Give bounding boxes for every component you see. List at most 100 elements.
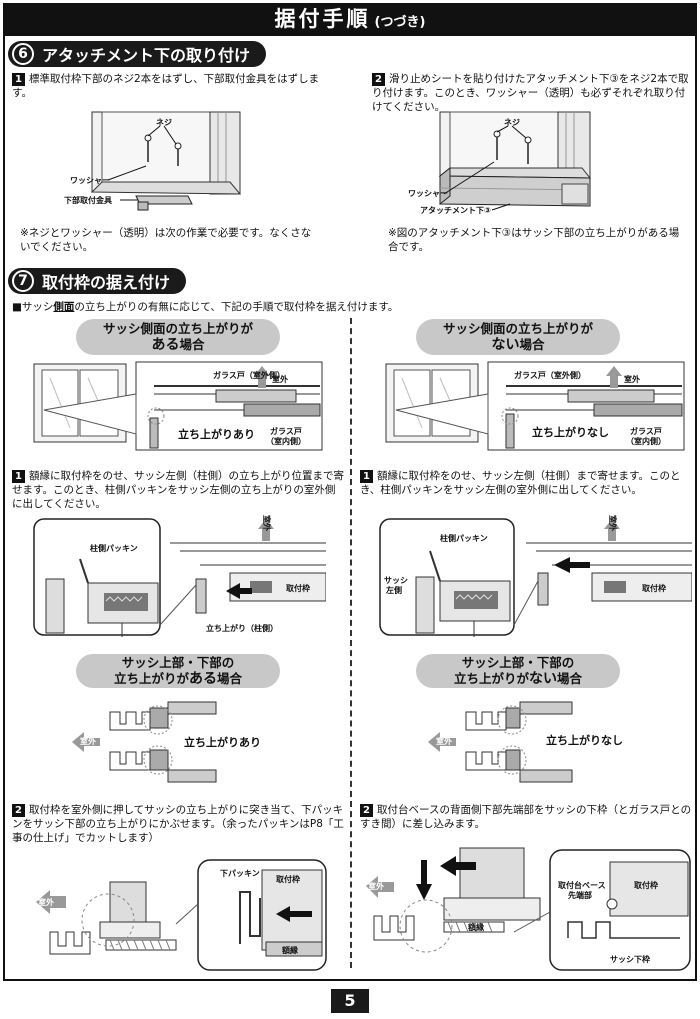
attachment-label: アタッチメント下③ — [420, 205, 491, 215]
right-packing-diagram: 柱側パッキン サッシ 左側 室外 取付枠 — [379, 515, 692, 637]
pill-text: 立ち上がりが — [113, 671, 189, 686]
section-7-number: 7 — [12, 270, 34, 292]
sash-label: サッシ — [384, 576, 408, 585]
washer-label: ワッシャー — [70, 176, 110, 185]
pill-suffix: 場合 — [179, 337, 205, 352]
frame-label: 取付枠 — [286, 583, 310, 593]
screw-label: ネジ — [504, 117, 520, 127]
left-packing-diagram: 柱側パッキン 室外 取付枠 立ち上がり（柱側） — [33, 515, 326, 637]
intro-part-c: の立ち上がりの有無に応じて、下記の手順で取付枠を据え付けます。 — [74, 301, 399, 313]
washer-label: ワッシャー — [408, 189, 448, 198]
section-7-title: 取付枠の据え付け — [42, 273, 171, 292]
left-case-pill-topbottom: サッシ上部・下部の 立ち上がりがある場合 — [76, 654, 280, 688]
outdoor-label: 室外 — [262, 515, 272, 531]
right-base-insert-diagram: 室外 額縁 取付台ベース 先端部 取付枠 サッシ下枠 — [366, 847, 691, 971]
step-text: 取付台ベースの背面側下部先端部をサッシの下枠（とガラス戸とのすき間）に差し込みま… — [360, 804, 692, 830]
right-case-pill-side: サッシ側面の立ち上がりが ない場合 — [416, 319, 620, 355]
section-6-number: 6 — [12, 43, 34, 65]
section-7-intro: ■サッシ側面の立ち上がりの有無に応じて、下記の手順で取付枠を据え付けます。 — [12, 299, 398, 314]
page-title: 据付手順 — [274, 7, 371, 31]
pillar-packing-label: 柱側パッキン — [440, 533, 488, 543]
section-7-header: 7 取付枠の据え付け — [8, 268, 187, 294]
page-title-bar: 据付手順(つづき) — [3, 3, 697, 36]
rise-pillar-label: 立ち上がり（柱側） — [206, 623, 278, 633]
step-text: 滑り止めシートを貼り付けたアタッチメント下③をネジ2本で取り付けます。このとき、… — [372, 73, 689, 113]
step-text: 額縁に取付枠をのせ、サッシ左側（柱側）の立ち上がり位置まで寄せます。このとき、柱… — [12, 470, 344, 510]
outdoor-label: 室外 — [272, 374, 288, 384]
glass-outdoor-label: ガラス戸（室外側） — [213, 370, 285, 380]
page-number: 5 — [331, 989, 369, 1013]
right-case-pill-topbottom: サッシ上部・下部の 立ち上がりがない場合 — [416, 654, 620, 688]
pill-line-1: サッシ側面の立ち上がりが — [442, 321, 593, 336]
pill-emphasis: ない — [529, 671, 557, 687]
section-6-title: アタッチメント下の取り付け — [42, 46, 251, 65]
glass-indoor-sub: （室内側） — [266, 436, 306, 446]
pill-line-1: サッシ側面の立ち上がりが — [102, 321, 253, 336]
intro-part-b: 側面 — [53, 301, 75, 313]
frame-base-label: 額縁 — [467, 922, 484, 932]
pill-emphasis: ない — [491, 337, 520, 353]
bottom-packing-label: 下パッキン — [220, 868, 260, 878]
step-number: 1 — [360, 470, 373, 483]
outdoor-label: 室外 — [436, 736, 452, 746]
base-tip-sub: 先端部 — [568, 890, 592, 900]
glass-outdoor-label: ガラス戸（室外側） — [514, 370, 586, 380]
section-6-note-2: ※図のアタッチメント下③はサッシ下部の立ち上がりがある場合です。 — [388, 227, 680, 253]
frame-label: 取付枠 — [642, 583, 666, 593]
pillar-packing-label: 柱側パッキン — [90, 543, 138, 553]
step-text: 取付枠を室外側に押してサッシの立ち上がりに突き当て、下パッキンをサッシ下部の立ち… — [12, 804, 344, 844]
left-packing-cover-diagram: 室外 下パッキン 取付枠 額縁 — [36, 859, 327, 971]
rise-present-label: 立ち上がりあり — [184, 735, 261, 749]
glass-indoor-sub: （室内側） — [626, 436, 666, 446]
pill-emphasis: ある — [189, 671, 217, 687]
rise-absent-label: 立ち上がりなし — [546, 733, 623, 747]
section-6-note-1: ※ネジとワッシャー（透明）は次の作業で必要です。なくさないでください。 — [20, 227, 312, 253]
step-number: 2 — [12, 804, 25, 817]
step-text: 額縁に取付枠をのせ、サッシ左側（柱側）まで寄せます。このとき、柱側パッキンをサッ… — [360, 470, 681, 496]
base-tip-label: 取付台ベース — [558, 880, 606, 890]
pill-line-1: サッシ上部・下部の — [121, 655, 235, 670]
step-number: 1 — [12, 73, 25, 86]
section-6-header: 6 アタッチメント下の取り付け — [8, 41, 267, 67]
right-side-rise-diagram: ガラス戸（室外側） 室外 立ち上がりなし ガラス戸 （室内側） — [385, 361, 685, 451]
left-topbottom-rise-diagram: 室外 立ち上がりあり — [72, 701, 261, 783]
sash-left-label: 左側 — [385, 585, 402, 595]
left-case-pill-side: サッシ側面の立ち上がりが ある場合 — [76, 319, 280, 355]
right-topbottom-rise-diagram: 室外 立ち上がりなし — [428, 701, 623, 783]
rise-absent-label: 立ち上がりなし — [532, 425, 609, 439]
attachment-remove-figure: ネジ ワッシャー 下部取付金具 — [64, 111, 242, 211]
glass-indoor-label: ガラス戸 — [270, 426, 302, 436]
frame-base-label: 額縁 — [281, 945, 298, 955]
frame-label: 取付枠 — [634, 880, 658, 890]
pill-line-1: サッシ上部・下部の — [461, 655, 575, 670]
outdoor-label: 室外 — [38, 897, 54, 907]
left-side-rise-diagram: ガラス戸（室外側） 室外 立ち上がりあり ガラス戸 （室内側） — [33, 361, 323, 451]
page-subtitle: (つづき) — [374, 15, 426, 30]
outdoor-label: 室外 — [624, 374, 640, 384]
pill-text: 立ち上がりが — [453, 671, 529, 686]
outdoor-label: 室外 — [368, 881, 384, 891]
bracket-label: 下部取付金具 — [64, 195, 112, 205]
pill-emphasis: ある — [151, 337, 180, 353]
step-number: 1 — [12, 470, 25, 483]
pill-suffix: 場合 — [519, 337, 545, 352]
outdoor-label: 室外 — [80, 736, 96, 746]
intro-part-a: ■サッシ — [12, 301, 54, 313]
column-divider — [350, 318, 352, 968]
step-number: 2 — [360, 804, 373, 817]
outdoor-label: 室外 — [608, 515, 618, 531]
screw-label: ネジ — [156, 117, 172, 127]
frame-label: 取付枠 — [276, 874, 300, 884]
pill-suffix: 場合 — [217, 671, 243, 686]
attachment-install-figure: ネジ ワッシャー アタッチメント下③ — [408, 111, 592, 215]
pill-suffix: 場合 — [557, 671, 583, 686]
rise-present-label: 立ち上がりあり — [178, 427, 255, 441]
sash-bottom-label: サッシ下枠 — [610, 954, 650, 964]
step-number: 2 — [372, 73, 385, 86]
